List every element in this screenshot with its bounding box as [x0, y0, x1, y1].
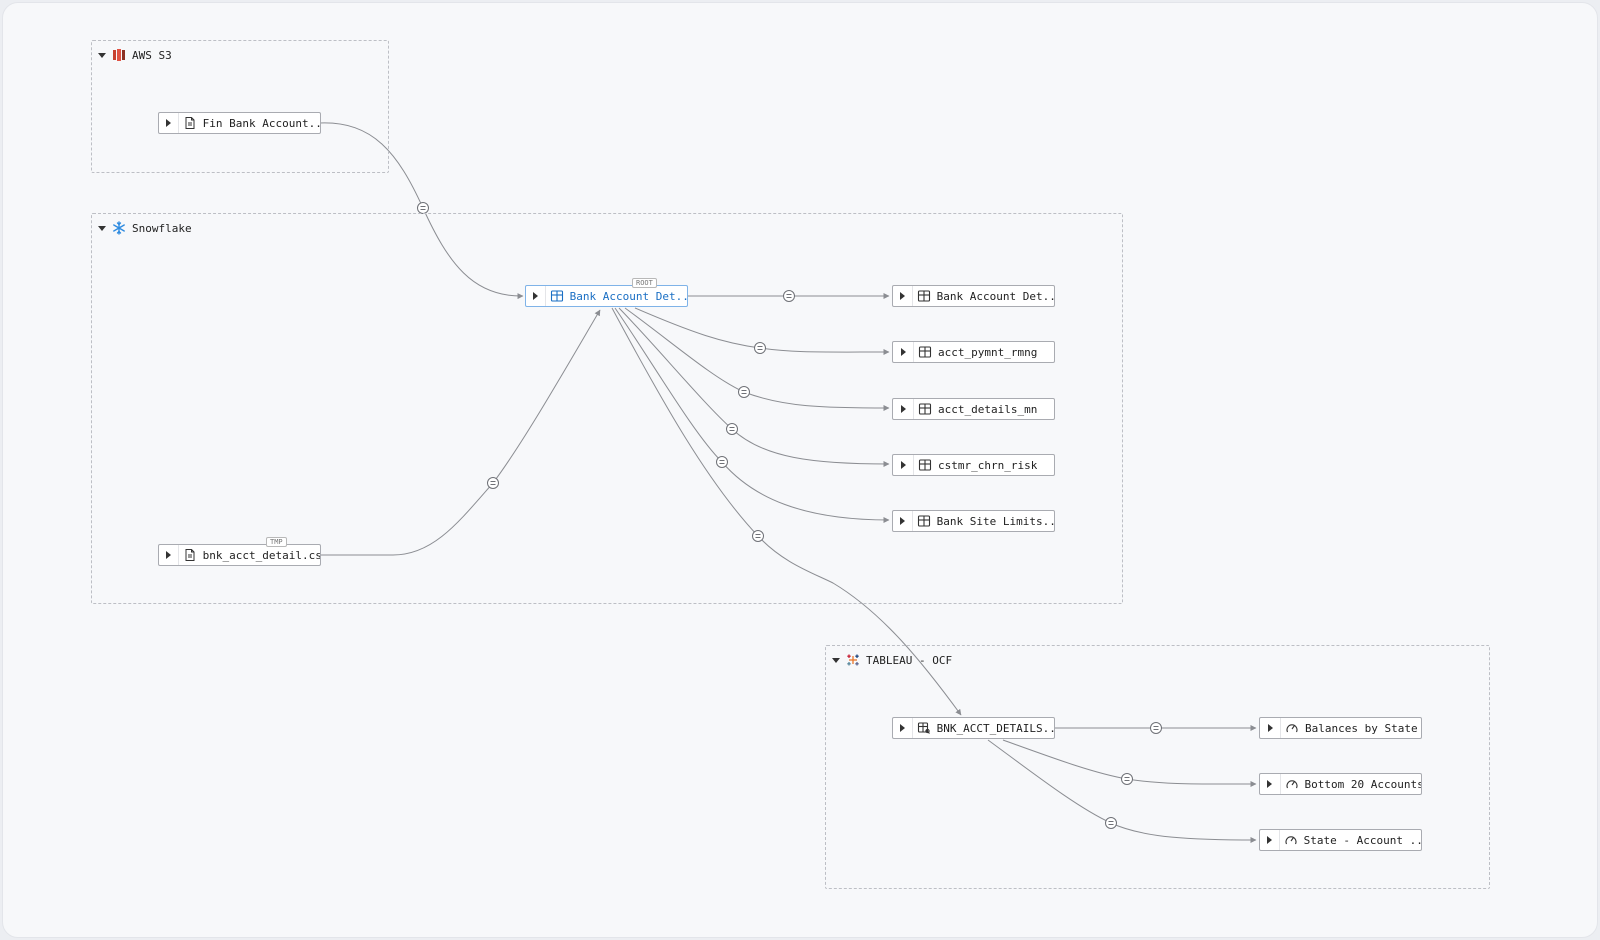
transform-icon[interactable] [1105, 817, 1117, 829]
expand-button[interactable] [893, 718, 913, 738]
node-label: Bank Account Det... [569, 289, 687, 303]
table-icon [550, 289, 564, 303]
node-acct-pymnt-rmng[interactable]: acct_pymnt_rmng [892, 341, 1055, 363]
node-label: acct_pymnt_rmng [938, 345, 1038, 359]
group-label: AWS S3 [132, 48, 172, 62]
node-bottom-20-accounts[interactable]: Bottom 20 Accounts [1259, 773, 1422, 795]
file-icon [183, 116, 197, 130]
table-icon [917, 289, 931, 303]
file-icon [183, 548, 197, 562]
transform-icon[interactable] [716, 456, 728, 468]
expand-button[interactable] [1260, 830, 1280, 850]
expand-button[interactable] [1260, 774, 1281, 794]
expand-button[interactable] [893, 455, 914, 475]
tableau-icon [846, 653, 860, 667]
transform-icon[interactable] [754, 342, 766, 354]
group-tableau: TABLEAU - OCF [825, 645, 1490, 889]
node-acct-details-mn[interactable]: acct_details_mn [892, 398, 1055, 420]
expand-button[interactable] [159, 545, 179, 565]
expand-button[interactable] [893, 342, 914, 362]
node-cstmr-chrn-risk[interactable]: cstmr_chrn_risk [892, 454, 1055, 476]
lineage-edges [319, 122, 1257, 843]
node-state-account[interactable]: State - Account ... [1259, 829, 1422, 851]
node-bnk-acct-details-tableau[interactable]: BNK_ACCT_DETAILS... [892, 717, 1055, 739]
node-label: BNK_ACCT_DETAILS... [936, 721, 1054, 735]
table-icon [918, 345, 932, 359]
node-bank-account-det[interactable]: Bank Account Det... [892, 285, 1055, 307]
root-badge: ROOT [632, 278, 657, 288]
snowflake-icon [112, 221, 126, 235]
transform-icon[interactable] [1121, 773, 1133, 785]
transform-icon[interactable] [417, 202, 429, 214]
dashboard-icon [1284, 833, 1298, 847]
transform-icon[interactable] [726, 423, 738, 435]
expand-button[interactable] [526, 286, 546, 306]
node-bank-account-root[interactable]: ROOT Bank Account Det... [525, 278, 688, 307]
table-icon [917, 514, 931, 528]
node-bnk-acct-detail-csv[interactable]: TMP bnk_acct_detail.csv [158, 537, 321, 566]
edge-root-to-tableau[interactable] [611, 307, 962, 716]
transform-icon[interactable] [487, 477, 499, 489]
node-label: Bank Account Det... [936, 289, 1054, 303]
group-snowflake: Snowflake [91, 213, 1123, 604]
transform-icon[interactable] [738, 386, 750, 398]
table-icon [918, 458, 932, 472]
expand-button[interactable] [893, 286, 913, 306]
collapse-toggle[interactable] [832, 657, 840, 663]
transform-icon[interactable] [783, 290, 795, 302]
table-icon [918, 402, 932, 416]
node-label: State - Account ... [1303, 833, 1421, 847]
transform-icon[interactable] [752, 530, 764, 542]
transform-icon[interactable] [1150, 722, 1162, 734]
node-label: acct_details_mn [938, 402, 1038, 416]
expand-button[interactable] [1260, 718, 1281, 738]
group-label: TABLEAU - OCF [866, 653, 953, 667]
node-label: Balances by State [1305, 721, 1418, 735]
datasource-icon [917, 721, 931, 735]
expand-button[interactable] [159, 113, 179, 133]
dashboard-icon [1285, 777, 1299, 791]
aws-s3-icon [112, 48, 126, 62]
group-aws-s3: AWS S3 [91, 40, 389, 173]
node-bank-site-limits[interactable]: Bank Site Limits... [892, 510, 1055, 532]
tmp-badge: TMP [266, 537, 287, 547]
node-label: Bottom 20 Accounts [1304, 777, 1421, 791]
node-fin-bank-account[interactable]: Fin Bank Account... [158, 112, 321, 134]
node-label: cstmr_chrn_risk [938, 458, 1038, 472]
node-label: bnk_acct_detail.csv [202, 548, 320, 562]
node-balances-by-state[interactable]: Balances by State [1259, 717, 1422, 739]
expand-button[interactable] [893, 399, 914, 419]
dashboard-icon [1285, 721, 1299, 735]
node-label: Bank Site Limits... [936, 514, 1054, 528]
node-label: Fin Bank Account... [202, 116, 320, 130]
collapse-toggle[interactable] [98, 225, 106, 231]
group-label: Snowflake [132, 221, 192, 235]
expand-button[interactable] [893, 511, 913, 531]
collapse-toggle[interactable] [98, 52, 106, 58]
